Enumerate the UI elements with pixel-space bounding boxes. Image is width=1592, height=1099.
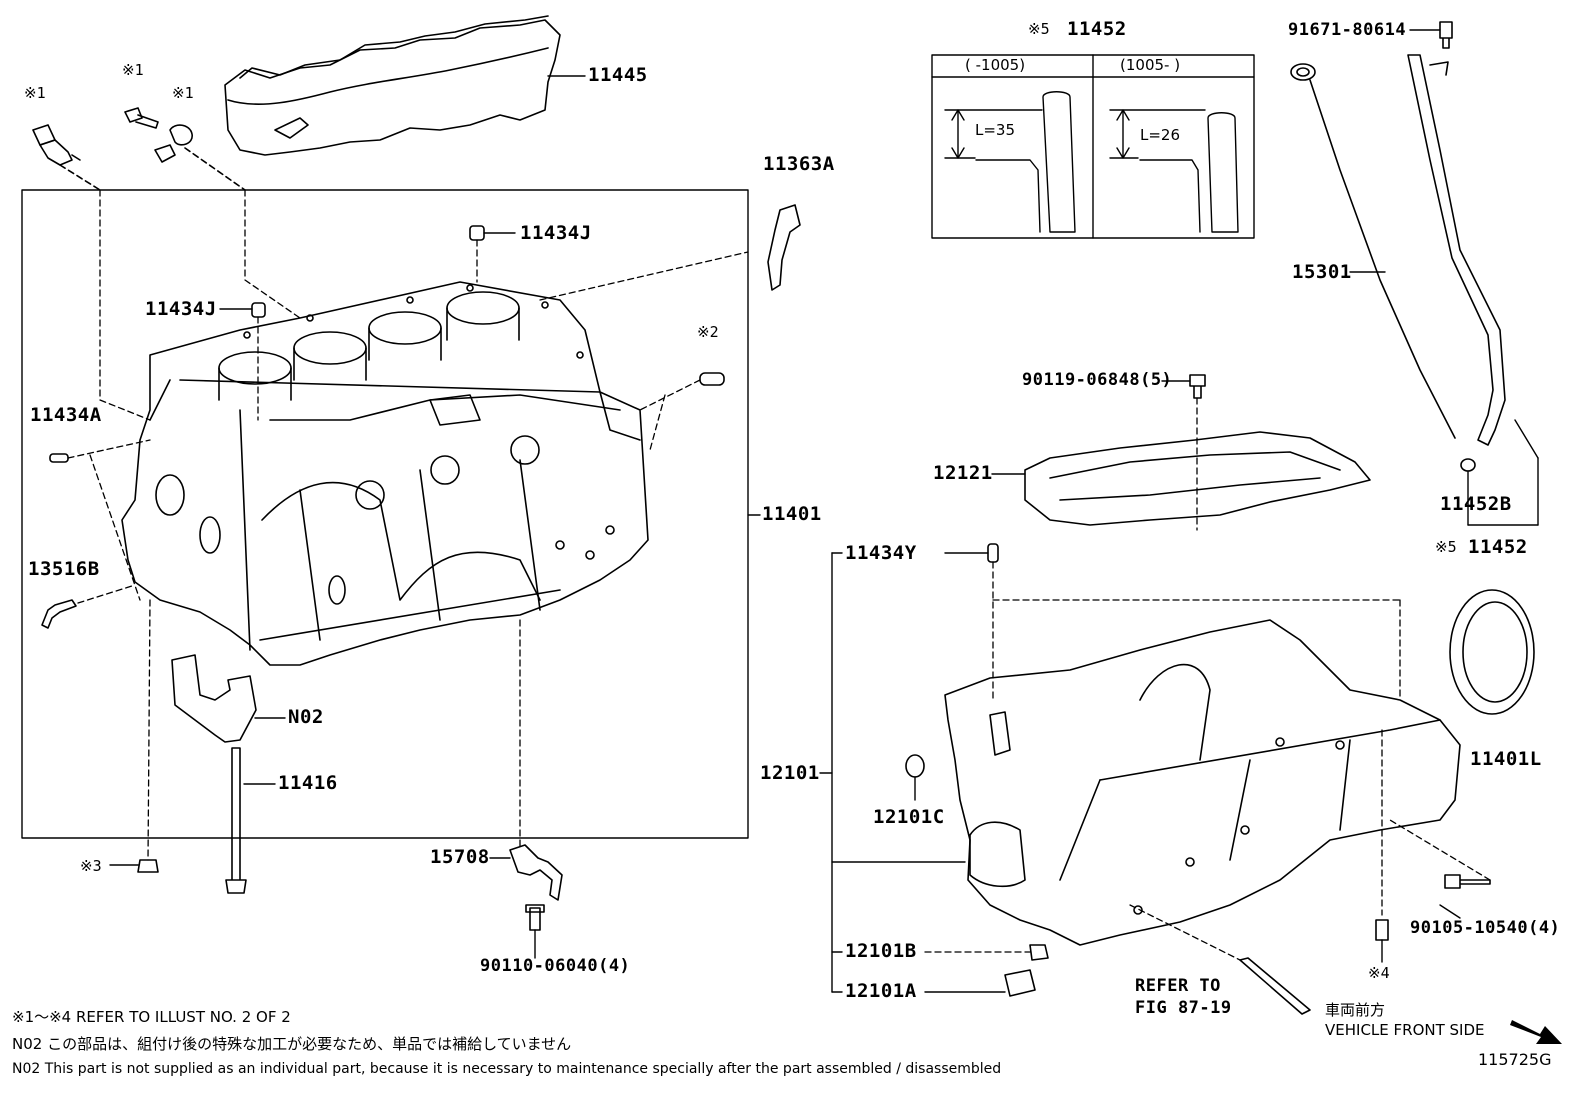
dipstick-15301 — [1290, 63, 1456, 439]
drain-plug-12101A — [1004, 969, 1036, 997]
note-refer-illust: ※1～※4 REFER TO ILLUST NO. 2 OF 2 — [12, 1008, 291, 1026]
label-12121: 12121 — [933, 462, 993, 484]
bearing-cap-N02 — [171, 654, 257, 743]
refer-fig-label: FIG 87-19 — [1135, 998, 1232, 1018]
bolt-11416 — [225, 747, 247, 894]
label-11434J-left: 11434J — [145, 298, 217, 320]
pin-x2 — [699, 372, 725, 386]
label-90119-06848: 90119-06848(5) — [1022, 370, 1173, 390]
vehicle-front-en: VEHICLE FRONT SIDE — [1325, 1021, 1485, 1039]
mark-x3: ※3 — [80, 857, 102, 875]
bolt-90105 — [1444, 874, 1491, 889]
inset-length-35: L=35 — [975, 121, 1016, 139]
label-12101C: 12101C — [873, 806, 945, 828]
vehicle-front-jp: 車両前方 — [1325, 1001, 1386, 1019]
label-11434Y: 11434Y — [845, 542, 917, 564]
oil-seal-11401L — [1449, 589, 1535, 715]
front-arrow-icon — [1510, 1020, 1562, 1044]
label-11363A: 11363A — [763, 153, 835, 175]
o-ring-12101C — [905, 754, 925, 778]
bolt-90119 — [1189, 374, 1206, 399]
inset-length-26: L=26 — [1140, 126, 1181, 144]
mark-x5-top: ※5 — [1028, 20, 1050, 38]
inset-col2-range: (1005- ) — [1120, 56, 1181, 74]
oil-pan-12101 — [944, 619, 1461, 946]
label-11434A: 11434A — [30, 404, 102, 426]
illustration-id: 115725G — [1478, 1050, 1552, 1069]
label-N02: N02 — [288, 706, 324, 728]
label-13516B: 13516B — [28, 558, 100, 580]
label-15301: 15301 — [1292, 261, 1352, 283]
label-11434J-top: 11434J — [520, 222, 592, 244]
baffle-plate-12121 — [1024, 431, 1371, 526]
label-90105-10540: 90105-10540(4) — [1410, 918, 1561, 938]
block-frame — [21, 189, 749, 839]
tube-13516B — [41, 599, 77, 629]
mark-x4: ※4 — [1368, 964, 1390, 982]
block-cover-11445 — [224, 15, 561, 156]
stud-refer — [1239, 957, 1311, 1015]
label-11452B: 11452B — [1440, 493, 1512, 515]
leader-lines — [109, 29, 1539, 993]
label-12101B: 12101B — [845, 940, 917, 962]
label-11401: 11401 — [762, 503, 822, 525]
label-15708: 15708 — [430, 846, 490, 868]
inset-col1-range: ( -1005) — [965, 56, 1026, 74]
label-11416: 11416 — [278, 772, 338, 794]
nut-x3 — [137, 859, 159, 873]
mark-x2: ※2 — [697, 323, 719, 341]
pipe-15708 — [509, 844, 563, 901]
dashed-leaders-right — [924, 561, 1491, 961]
label-90110-06040: 90110-06040(4) — [480, 956, 631, 976]
mark-x5-bottom: ※5 — [1435, 538, 1457, 556]
inset-11452 — [931, 54, 1255, 239]
dowel-11434J-top — [469, 225, 485, 241]
mark-x1-a: ※1 — [24, 84, 46, 102]
bolt-90110 — [525, 904, 545, 931]
mark-x1-b: ※1 — [122, 61, 144, 79]
refer-to-label: REFER TO — [1135, 976, 1221, 996]
cylinder-block-11401 — [121, 281, 649, 666]
label-91671-80614: 91671-80614 — [1288, 20, 1407, 40]
pin-11434A — [49, 453, 69, 463]
dowel-11434Y — [987, 543, 999, 563]
label-11445: 11445 — [588, 64, 648, 86]
bolt-91671 — [1439, 21, 1453, 49]
bracket-11363A — [767, 204, 801, 291]
label-11452-bottom: 11452 — [1468, 536, 1528, 558]
mark-x1-c: ※1 — [172, 84, 194, 102]
note-n02-en: N02 This part is not supplied as an indi… — [12, 1061, 1002, 1077]
label-12101A: 12101A — [845, 980, 917, 1002]
bolt-x4 — [1375, 919, 1389, 941]
dashed-leaders-left — [67, 189, 749, 861]
knock-sensor-drawings — [32, 107, 193, 166]
label-12101: 12101 — [760, 762, 820, 784]
label-11452-top: 11452 — [1067, 18, 1127, 40]
label-11401L: 11401L — [1470, 748, 1542, 770]
guide-tube-11452 — [1407, 54, 1506, 472]
drain-gasket-12101B — [1029, 944, 1049, 961]
dowel-11434J-left — [251, 302, 266, 318]
note-n02-jp: N02 この部品は、組付け後の特殊な加工が必要なため、単品では補給していません — [12, 1035, 572, 1053]
